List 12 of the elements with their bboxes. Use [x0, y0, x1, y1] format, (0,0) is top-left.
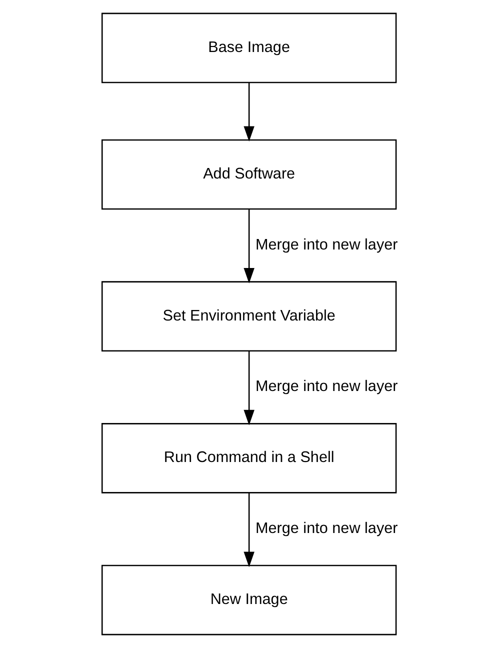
node-box: Base Image: [100, 12, 396, 84]
arrow: [243, 350, 254, 426]
node-box: Add Software: [100, 139, 396, 210]
edge-label: Merge into new layer: [254, 378, 398, 396]
node-box: Set Environment Variable: [100, 281, 396, 352]
node-box: New Image: [100, 564, 396, 636]
arrow: [243, 209, 254, 284]
node-box: Run Command in a Shell: [100, 423, 396, 494]
edge-label: Merge into new layer: [254, 520, 398, 538]
arrow: [243, 82, 254, 142]
arrow: [243, 492, 254, 568]
edge-label: Merge into new layer: [254, 236, 398, 254]
